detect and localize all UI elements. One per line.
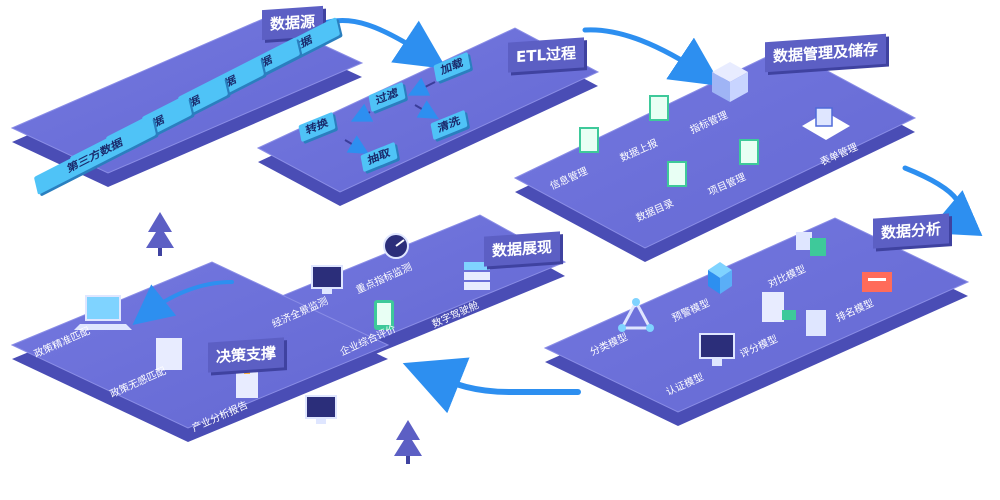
title-etl: ETL过程 bbox=[508, 37, 585, 73]
etl-arrow-2 bbox=[414, 100, 439, 120]
monitor-icon bbox=[305, 395, 337, 424]
tree-icon bbox=[146, 212, 174, 256]
document-icon bbox=[579, 127, 599, 153]
warning-cube-icon bbox=[708, 262, 732, 294]
laptop-icon bbox=[74, 295, 132, 330]
platform-storage bbox=[513, 47, 917, 262]
database-stack-icon bbox=[464, 262, 490, 290]
monitor-icon bbox=[311, 265, 343, 294]
report-box-icon bbox=[236, 366, 258, 398]
arrow-storage-to-analysis bbox=[902, 165, 983, 236]
ranking-icon bbox=[862, 272, 892, 292]
tree-icon bbox=[394, 420, 422, 464]
title-analysis: 数据分析 bbox=[873, 213, 950, 249]
arrow-display-to-decision bbox=[132, 280, 234, 325]
phone-check-icon bbox=[374, 300, 394, 330]
title-decision: 决策支撑 bbox=[208, 337, 285, 373]
title-display: 数据展现 bbox=[484, 231, 561, 267]
etl-arrow-4 bbox=[344, 135, 369, 155]
document-icon bbox=[649, 95, 669, 121]
triangle-node-icon bbox=[618, 298, 654, 332]
document-icon bbox=[739, 139, 759, 165]
arrow-etl-to-storage bbox=[582, 27, 722, 87]
arrow-analysis-to-display bbox=[402, 357, 581, 414]
server-icon bbox=[156, 338, 182, 370]
chart-board-icon bbox=[806, 310, 826, 336]
compare-icon bbox=[796, 232, 826, 256]
platform-analysis bbox=[543, 217, 970, 426]
etl-arrow-3 bbox=[350, 103, 374, 122]
gauge-icon bbox=[383, 233, 409, 259]
monitor-icon bbox=[699, 333, 735, 366]
form-icon bbox=[802, 107, 850, 140]
etl-arrow-1 bbox=[407, 77, 436, 96]
server-icon bbox=[762, 292, 796, 322]
cube-grid-icon bbox=[712, 62, 748, 102]
document-icon bbox=[667, 161, 687, 187]
